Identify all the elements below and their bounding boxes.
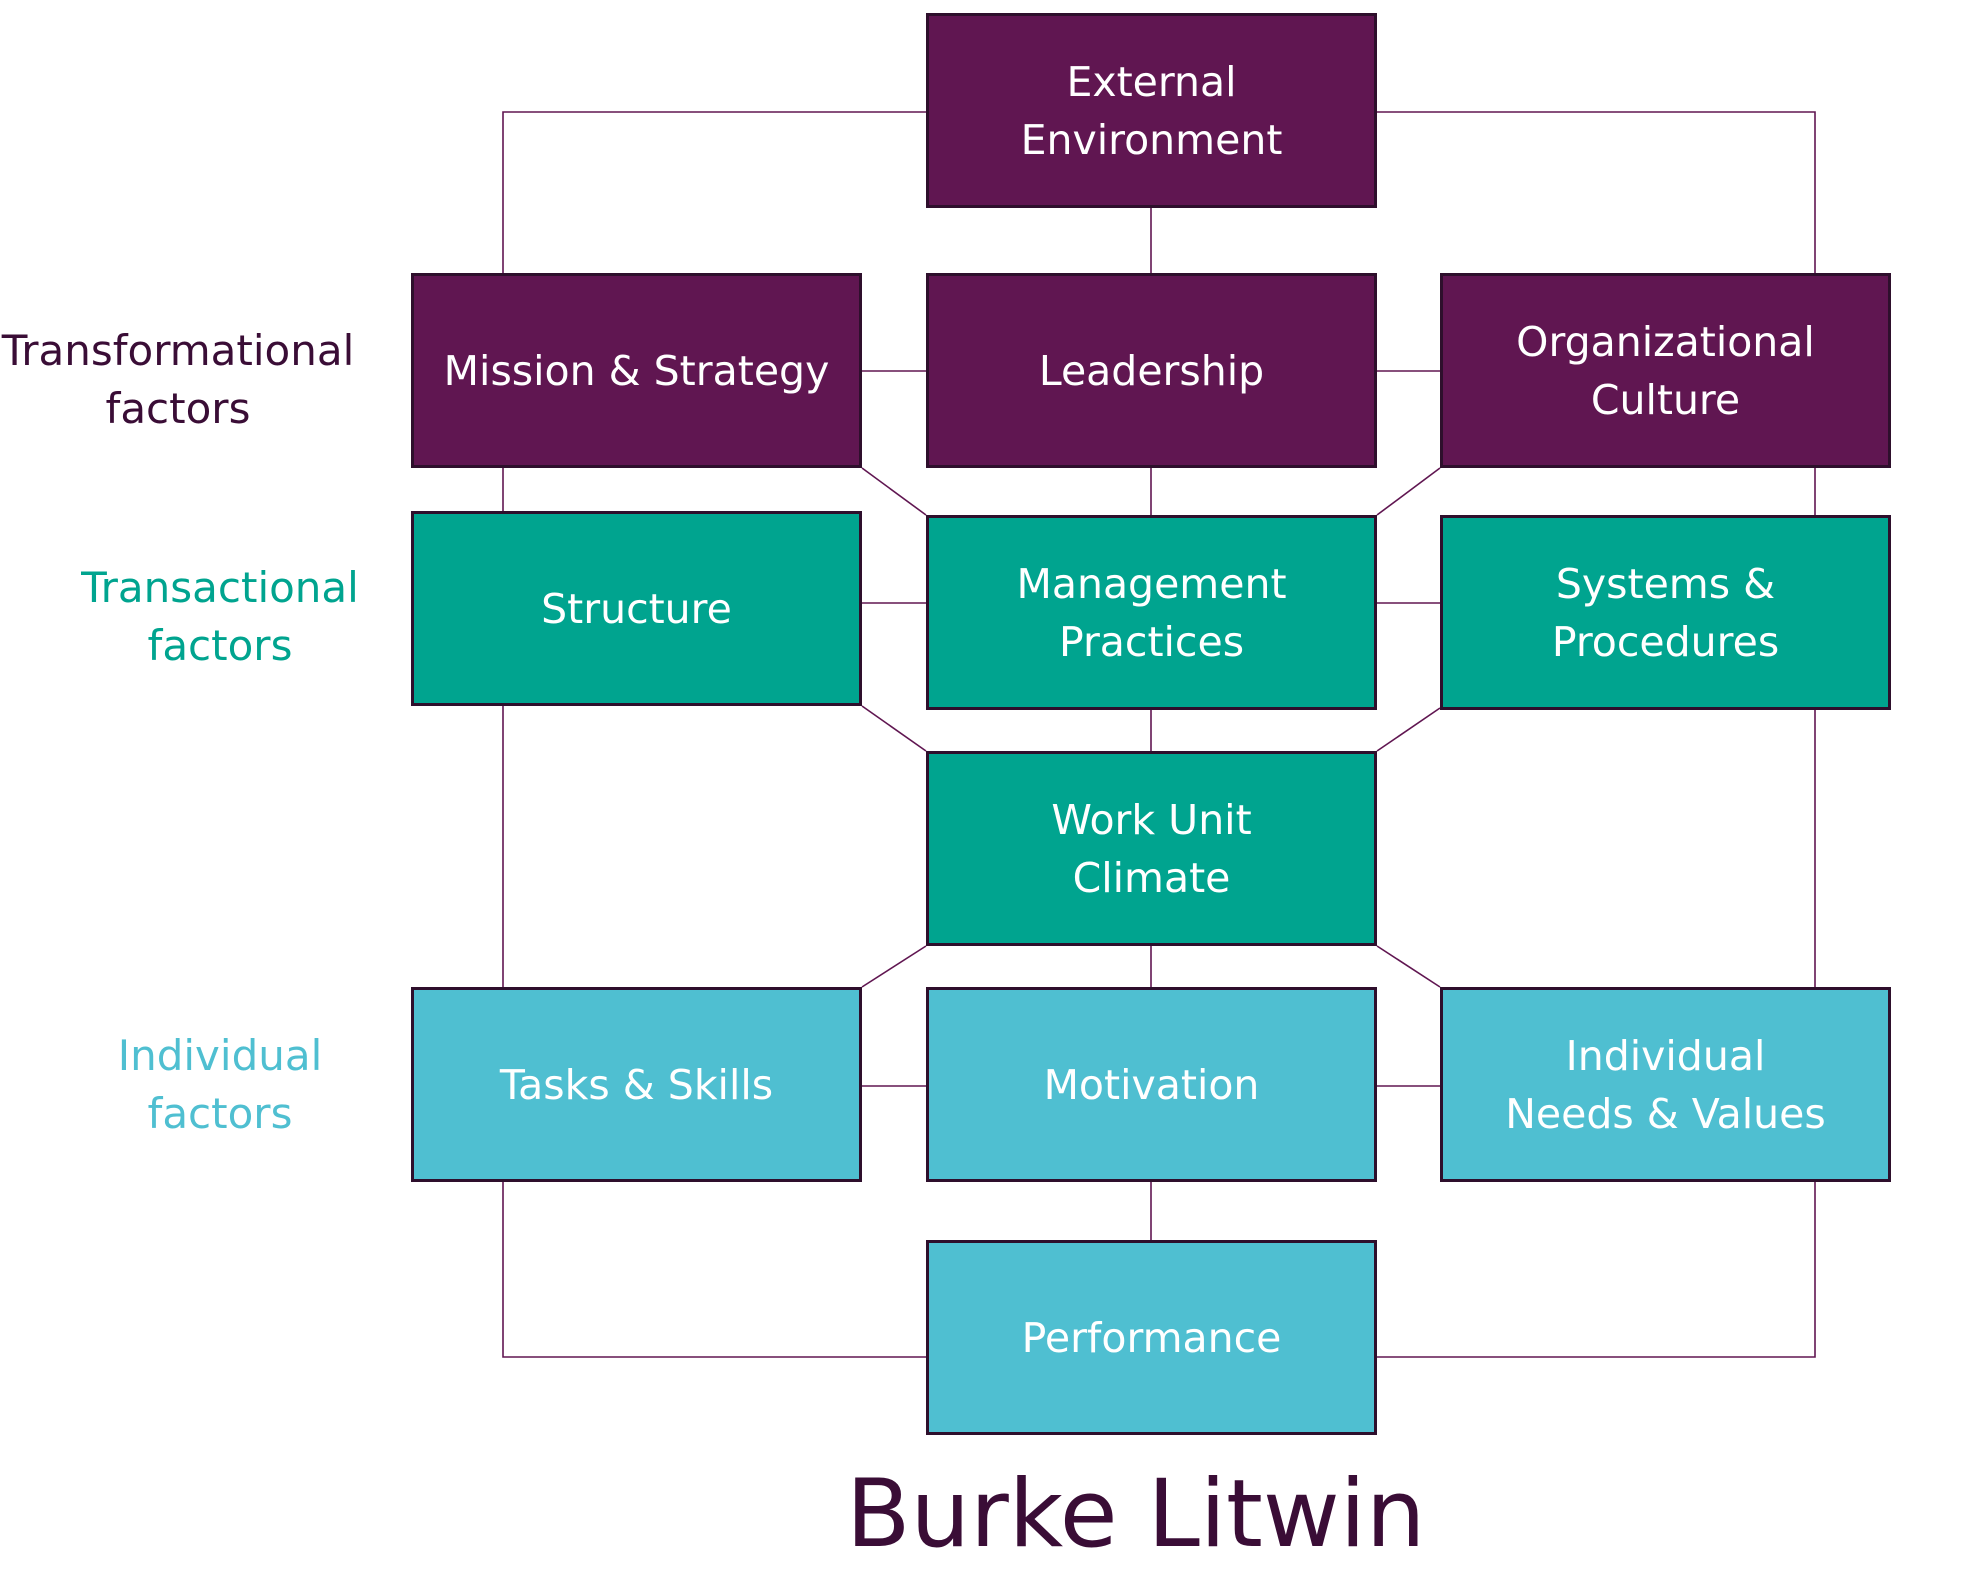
connector-climate-tasks — [861, 945, 927, 988]
label-transformational-factors: Transformational factors — [1, 326, 355, 433]
connector-structure-climate — [861, 705, 927, 752]
box-systems-procedures: Systems & Procedures — [1440, 515, 1891, 710]
connector-needs-performance — [1377, 1182, 1816, 1358]
connector-culture-management — [1376, 467, 1441, 516]
box-motivation: Motivation — [926, 987, 1377, 1182]
box-individual-needs-values: Individual Needs & Values — [1440, 987, 1891, 1182]
connector-env-right — [1377, 111, 1816, 273]
label-individual-factors: Individual factors — [117, 1031, 323, 1138]
label-transactional-factors: Transactional factors — [81, 563, 359, 670]
box-mission-strategy: Mission & Strategy — [411, 273, 862, 468]
box-tasks-skills: Tasks & Skills — [411, 987, 862, 1182]
box-work-unit-climate: Work Unit Climate — [926, 751, 1377, 946]
connector-env-left — [502, 111, 926, 273]
diagram-title: Burke Litwin — [846, 1460, 1426, 1569]
box-leadership: Leadership — [926, 273, 1377, 468]
connector-mission-management — [861, 467, 927, 516]
box-management-practices: Management Practices — [926, 515, 1377, 710]
box-performance: Performance — [926, 1240, 1377, 1435]
connector-tasks-performance — [502, 1182, 926, 1358]
box-external-environment: External Environment — [926, 13, 1377, 208]
connector-systems-climate — [1376, 707, 1441, 752]
box-structure: Structure — [411, 511, 862, 706]
box-organizational-culture: Organizational Culture — [1440, 273, 1891, 468]
connector-climate-needs — [1376, 945, 1441, 988]
